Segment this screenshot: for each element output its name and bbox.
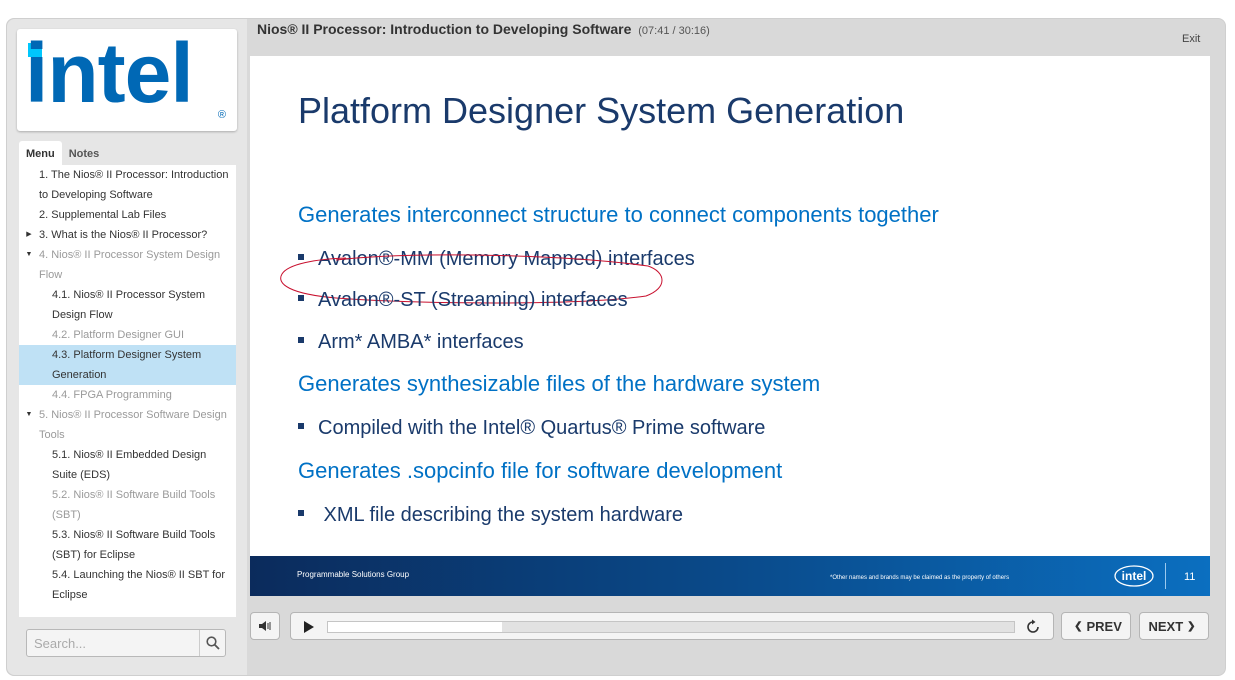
- logo-wordmark: intel: [25, 26, 194, 120]
- progress-track[interactable]: [327, 621, 1015, 633]
- menu-item[interactable]: ▼ 4. Nios® II Processor System Design Flo…: [19, 245, 236, 285]
- menu-item-label: 1. The Nios® II Processor: Introduction …: [39, 169, 229, 201]
- slide-bullet-text: Arm* AMBA* interfaces: [318, 331, 524, 353]
- slide-bullet-2: Avalon®-ST (Streaming) interfaces: [298, 289, 628, 312]
- bullet-square: [298, 294, 304, 301]
- menu-item[interactable]: 4.3. Platform Designer System Generation: [19, 345, 236, 385]
- tab-notes[interactable]: Notes: [68, 148, 100, 160]
- menu-item-label: 5.4. Launching the Nios® II SBT for Ecli…: [52, 569, 225, 601]
- footer-logo-text: intel: [1122, 569, 1147, 583]
- menu-item[interactable]: 5.3. Nios® II Software Build Tools (SBT)…: [19, 525, 236, 565]
- slide-page-number: 11: [1184, 571, 1196, 583]
- menu-item-spacer: [32, 385, 52, 405]
- slide-bullet-3: Arm* AMBA* interfaces: [298, 331, 524, 354]
- bullet-square: [298, 336, 304, 343]
- playback-time: (07:41 / 30:16): [638, 25, 710, 37]
- footer-divider: [1165, 563, 1166, 589]
- search-icon: [205, 636, 220, 650]
- slide-footer: Programmable Solutions Group *Other name…: [250, 556, 1210, 596]
- playback-bar: [290, 612, 1054, 640]
- progress-fill: [328, 622, 503, 632]
- slide-heading-2: Generates synthesizable files of the har…: [298, 371, 821, 396]
- course-title: Nios® II Processor: Introduction to Deve…: [257, 21, 710, 37]
- collapse-arrow-icon[interactable]: ▼: [25, 251, 33, 258]
- course-title-text: Nios® II Processor: Introduction to Deve…: [257, 21, 632, 37]
- slide: Platform Designer System Generation Gene…: [250, 56, 1210, 596]
- slide-bullet-text: Compiled with the Intel® Quartus® Prime …: [318, 417, 766, 439]
- menu-item-spacer: [32, 485, 52, 525]
- bullet-square: [298, 422, 304, 429]
- prev-button[interactable]: ❮PREV: [1061, 612, 1131, 640]
- menu-item-spacer: [32, 445, 52, 485]
- footer-group-name: Programmable Solutions Group: [297, 570, 410, 579]
- tab-menu[interactable]: Menu: [19, 141, 62, 165]
- sidebar-tabs: Menu Notes: [19, 141, 106, 165]
- replay-icon[interactable]: [1025, 619, 1041, 635]
- menu-item-label: 2. Supplemental Lab Files: [39, 209, 167, 221]
- exit-button[interactable]: Exit: [1182, 33, 1201, 45]
- play-icon[interactable]: [303, 621, 314, 633]
- footer-disclaimer: *Other names and brands may be claimed a…: [830, 575, 1010, 581]
- menu-item-label: 5. Nios® II Processor Software Design To…: [39, 409, 227, 441]
- menu-item[interactable]: 4.2. Platform Designer GUI: [19, 325, 236, 345]
- search-input[interactable]: [27, 630, 199, 656]
- search-box: [26, 629, 226, 657]
- menu-item[interactable]: 1. The Nios® II Processor: Introduction …: [19, 165, 236, 205]
- slide-bullet-4: Compiled with the Intel® Quartus® Prime …: [298, 417, 765, 440]
- menu-item-spacer: [19, 165, 39, 205]
- menu-item-spacer: [32, 285, 52, 325]
- menu-item[interactable]: 5.2. Nios® II Software Build Tools (SBT): [19, 485, 236, 525]
- menu-item[interactable]: ▼ 5. Nios® II Processor Software Design T…: [19, 405, 236, 445]
- slide-bullet-text: XML file describing the system hardware: [318, 504, 683, 526]
- menu-item[interactable]: 5.4. Launching the Nios® II SBT for Ecli…: [19, 565, 236, 605]
- menu-item-spacer: [19, 205, 39, 225]
- footer-intel-logo: intel: [1114, 565, 1154, 587]
- logo-registered-mark: ®: [217, 109, 226, 121]
- chevron-left-icon: ❮: [1074, 620, 1083, 632]
- sidebar: intel ® Menu Notes 1. The Nios® II Proce…: [7, 19, 247, 675]
- slide-bullet-5: XML file describing the system hardware: [298, 504, 683, 527]
- slide-title: Platform Designer System Generation: [298, 90, 905, 131]
- slide-heading-3: Generates .sopcinfo file for software de…: [298, 458, 783, 483]
- expand-arrow-icon[interactable]: ▶: [26, 231, 32, 238]
- slide-bullet-1: Avalon®-MM (Memory Mapped) interfaces: [298, 248, 695, 271]
- menu-item-spacer: [32, 525, 52, 565]
- slide-bullet-text: Avalon®-ST (Streaming) interfaces: [318, 289, 628, 311]
- menu-item[interactable]: 4.4. FPGA Programming: [19, 385, 236, 405]
- menu-item[interactable]: ▶ 3. What is the Nios® II Processor?: [19, 225, 236, 245]
- collapse-arrow-icon[interactable]: ▼: [25, 411, 33, 418]
- menu-item[interactable]: 5.1. Nios® II Embedded Design Suite (EDS…: [19, 445, 236, 485]
- slide-bullet-text: Avalon®-MM (Memory Mapped) interfaces: [318, 248, 695, 270]
- slide-heading-1: Generates interconnect structure to conn…: [298, 202, 939, 227]
- menu-item-label: 5.3. Nios® II Software Build Tools (SBT)…: [52, 529, 216, 561]
- menu-list: 1. The Nios® II Processor: Introduction …: [19, 165, 236, 617]
- menu-item-spacer: [32, 345, 52, 385]
- intel-logo: intel ®: [17, 26, 237, 131]
- menu-item-label: 5.2. Nios® II Software Build Tools (SBT): [52, 489, 216, 521]
- menu-item-spacer: [32, 325, 52, 345]
- menu-item-label: 4. Nios® II Processor System Design Flow: [39, 249, 221, 281]
- menu-item-label: 4.2. Platform Designer GUI: [52, 329, 185, 341]
- menu-item-spacer: [32, 565, 52, 605]
- menu-item-label: 4.3. Platform Designer System Generation: [52, 349, 202, 381]
- menu-item-label: 4.1. Nios® II Processor System Design Fl…: [52, 289, 205, 321]
- menu-item-label: 3. What is the Nios® II Processor?: [39, 229, 208, 241]
- menu-item-label: 5.1. Nios® II Embedded Design Suite (EDS…: [52, 449, 207, 481]
- bullet-square: [298, 253, 304, 260]
- volume-button[interactable]: [250, 612, 280, 640]
- menu-item[interactable]: 4.1. Nios® II Processor System Design Fl…: [19, 285, 236, 325]
- volume-icon: [259, 621, 271, 631]
- next-button[interactable]: NEXT❯: [1139, 612, 1209, 640]
- search-button[interactable]: [199, 630, 225, 656]
- prev-label: PREV: [1086, 618, 1122, 634]
- chevron-right-icon: ❯: [1187, 620, 1196, 632]
- logo-dot: [28, 43, 42, 57]
- red-circle-annotation: [280, 254, 663, 304]
- next-label: NEXT: [1148, 618, 1184, 634]
- menu-item-label: 4.4. FPGA Programming: [52, 389, 172, 401]
- bullet-square: [298, 509, 304, 516]
- menu-item[interactable]: 2. Supplemental Lab Files: [19, 205, 236, 225]
